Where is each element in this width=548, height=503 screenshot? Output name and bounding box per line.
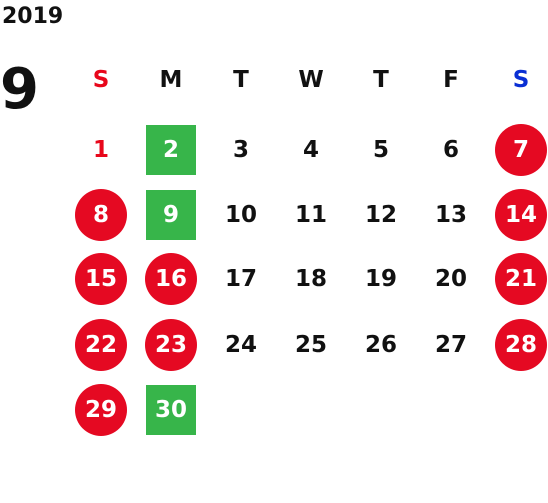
day-cell[interactable]: 19 — [364, 266, 397, 292]
day-cell[interactable]: 28 — [495, 319, 547, 371]
day-cell[interactable]: 17 — [224, 266, 257, 292]
day-cell[interactable]: 1 — [92, 137, 109, 163]
day-cell[interactable]: 23 — [145, 319, 197, 371]
day-cell[interactable]: 21 — [495, 253, 547, 305]
calendar-grid: S M T W T F S 1 2 3 4 5 6 7 8 9 10 11 12… — [66, 0, 548, 503]
day-cell[interactable]: 26 — [364, 332, 397, 358]
day-cell[interactable]: 4 — [302, 137, 319, 163]
day-cell[interactable]: 15 — [75, 253, 127, 305]
day-cell[interactable]: 11 — [294, 202, 327, 228]
day-cell[interactable]: 16 — [145, 253, 197, 305]
day-cell[interactable]: 13 — [434, 202, 467, 228]
day-cell[interactable]: 7 — [495, 124, 547, 176]
day-cell[interactable]: 3 — [232, 137, 249, 163]
weekday-friday: F — [443, 67, 459, 93]
day-cell[interactable]: 20 — [434, 266, 467, 292]
day-cell[interactable]: 2 — [146, 125, 196, 175]
day-cell[interactable]: 30 — [146, 385, 196, 435]
weekday-monday: M — [159, 67, 183, 93]
day-cell[interactable]: 18 — [294, 266, 327, 292]
day-cell[interactable]: 5 — [372, 137, 389, 163]
weekday-thursday: T — [373, 67, 389, 93]
day-cell[interactable]: 22 — [75, 319, 127, 371]
year-label: 2019 — [2, 4, 64, 29]
day-cell[interactable]: 9 — [146, 190, 196, 240]
day-cell[interactable]: 24 — [224, 332, 257, 358]
weekday-tuesday: T — [233, 67, 249, 93]
month-number: 9 — [0, 57, 39, 122]
day-cell[interactable]: 25 — [294, 332, 327, 358]
day-cell[interactable]: 8 — [75, 189, 127, 241]
day-cell[interactable]: 12 — [364, 202, 397, 228]
weekday-saturday: S — [512, 67, 530, 93]
weekday-sunday: S — [92, 67, 110, 93]
day-cell[interactable]: 10 — [224, 202, 257, 228]
day-cell[interactable]: 14 — [495, 189, 547, 241]
day-cell[interactable]: 29 — [75, 384, 127, 436]
day-cell[interactable]: 6 — [442, 137, 459, 163]
day-cell[interactable]: 27 — [434, 332, 467, 358]
weekday-wednesday: W — [298, 67, 324, 93]
